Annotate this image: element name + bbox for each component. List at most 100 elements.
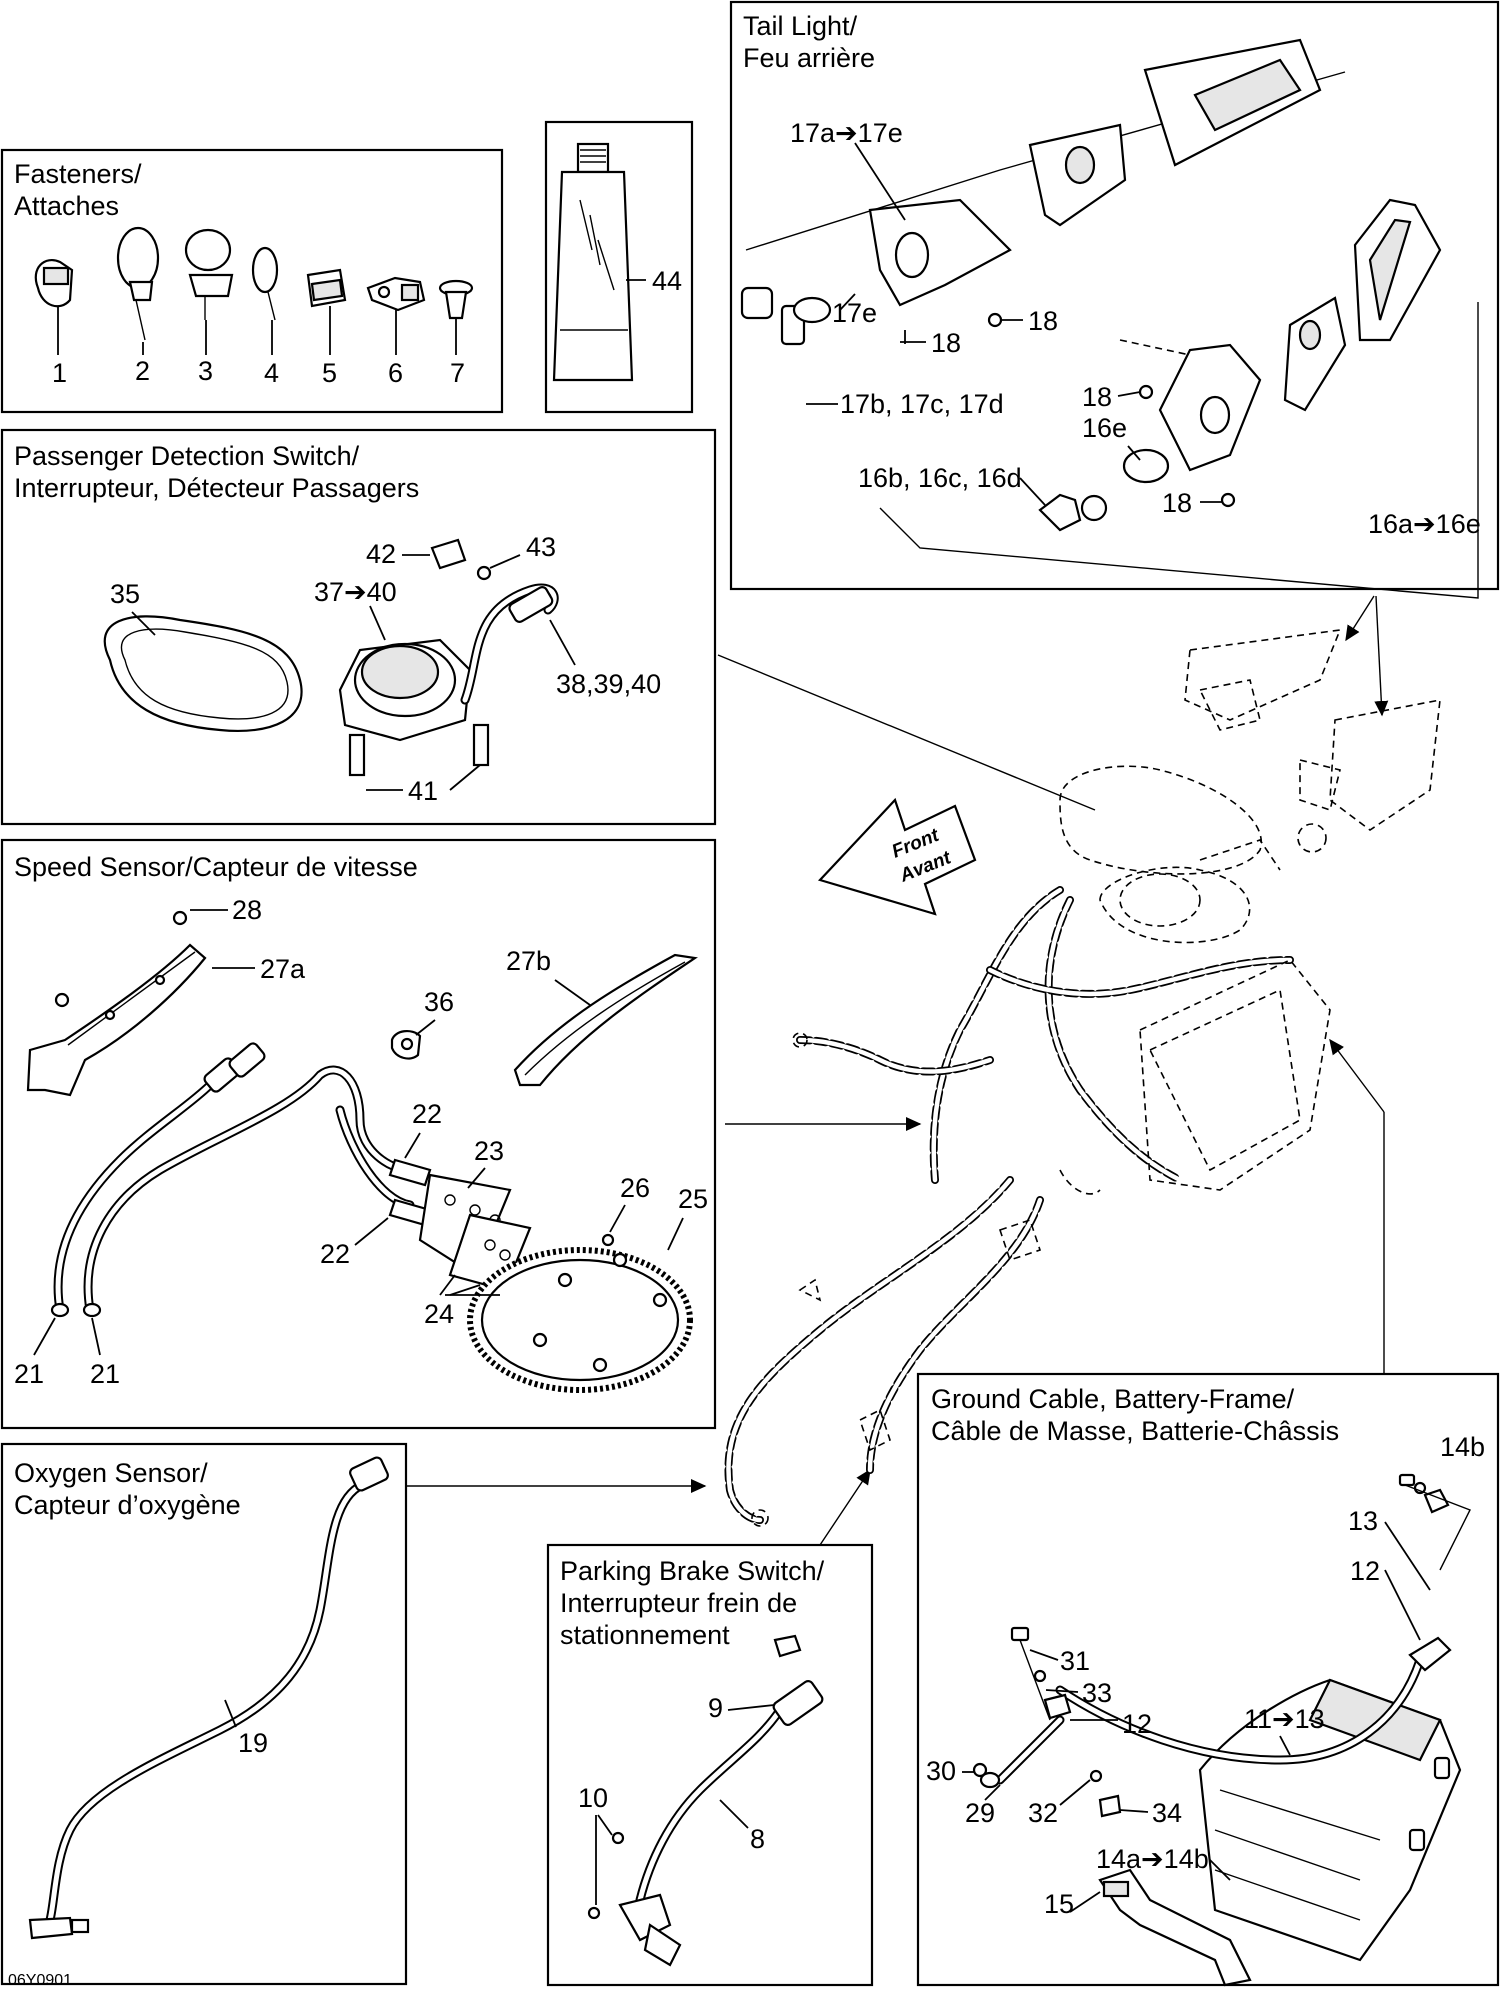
ground-cable-washer-32	[1089, 1769, 1103, 1783]
callout-22a: 22	[412, 1099, 442, 1129]
fastener-clamp	[34, 259, 74, 308]
passenger-switch-body	[338, 638, 472, 742]
callout-29: 29	[965, 1798, 995, 1828]
callout-21b: 21	[90, 1359, 120, 1389]
callout-32: 32	[1028, 1798, 1058, 1828]
fastener-cable-tie-small	[251, 246, 279, 321]
parking-brake-switch-harness	[618, 1634, 824, 1967]
callout-3: 3	[198, 356, 213, 386]
callout-28: 28	[232, 895, 262, 925]
callout-38-39-40: 38,39,40	[556, 669, 661, 699]
ground-cable-short	[979, 1715, 1065, 1789]
ground-cable-panel: Ground Cable, Battery-Frame/ Câble de Ma…	[916, 1372, 1500, 1987]
callout-10: 10	[578, 1783, 608, 1813]
callout-36: 36	[424, 987, 454, 1017]
tail-light-lens-lower	[1353, 198, 1442, 342]
callout-18b: 18	[1028, 306, 1058, 336]
passenger-switch-panel: Passenger Detection Switch/ Interrupteur…	[0, 428, 717, 826]
callout-42: 42	[366, 539, 396, 569]
ground-title-line2: Câble de Masse, Batterie-Châssis	[931, 1416, 1339, 1446]
fasteners-title-line1: Fasteners/	[14, 159, 142, 189]
callout-6: 6	[388, 358, 403, 388]
callout-17e: 17e	[832, 298, 877, 328]
callout-17bcd: 17b, 17c, 17d	[840, 389, 1004, 419]
callout-16a-16e: 16a➔16e	[1368, 509, 1481, 539]
ground-cable-washer-30	[972, 1762, 988, 1778]
ground-cable-nut-34	[1098, 1794, 1122, 1818]
front-direction-arrow: Front Avant	[817, 797, 977, 916]
fastener-cable-tie-large	[116, 226, 160, 341]
callout-12b: 12	[1350, 1556, 1380, 1586]
speed-sensor-screw-27a	[54, 992, 70, 1008]
callout-12a: 12	[1122, 1709, 1152, 1739]
tail-light-reflector-lower	[1283, 296, 1347, 412]
callout-1: 1	[52, 358, 67, 388]
ground-cable-battery	[1198, 1678, 1462, 1962]
callout-35: 35	[110, 579, 140, 609]
ground-cable-strap	[1098, 1868, 1252, 1987]
speed-sensor-bracket-27a	[26, 943, 207, 1097]
parking-brake-screw-b	[587, 1906, 601, 1920]
callout-9: 9	[708, 1693, 723, 1723]
speed-sensor-screw-28	[172, 910, 188, 926]
passenger-switch-screw	[476, 565, 492, 581]
callout-27a: 27a	[260, 954, 306, 984]
fastener-push-rivet	[438, 279, 474, 320]
callout-19: 19	[238, 1728, 268, 1758]
tail-light-reflector-upper	[1028, 123, 1127, 227]
callout-30: 30	[926, 1756, 956, 1786]
parking-brake-screw-a	[611, 1831, 625, 1845]
oxygen-title-line2: Capteur d’oxygène	[14, 1490, 241, 1520]
callout-18c: 18	[1082, 382, 1112, 412]
callout-44: 44	[652, 266, 682, 296]
callout-8: 8	[750, 1824, 765, 1854]
callout-14a-14b: 14a➔14b	[1096, 1844, 1209, 1874]
callout-31: 31	[1060, 1646, 1090, 1676]
passenger-switch-nut	[430, 538, 467, 570]
ground-title-line1: Ground Cable, Battery-Frame/	[931, 1384, 1295, 1414]
callout-22b: 22	[320, 1239, 350, 1269]
speed-sensor-tone-wheel	[467, 1247, 693, 1393]
tail-light-lens-upper	[1143, 38, 1322, 167]
callout-17a-17e: 17a➔17e	[790, 118, 903, 148]
wiring-harness-assembly	[724, 629, 1441, 1527]
tail-light-title-line1: Tail Light/	[743, 11, 858, 41]
fastener-bracket	[366, 276, 426, 312]
oxygen-title-line1: Oxygen Sensor/	[14, 1458, 208, 1488]
tail-light-bulb-lower	[1038, 448, 1170, 532]
callout-33: 33	[1082, 1678, 1112, 1708]
sealant-tube	[552, 142, 634, 382]
callout-18d: 18	[1162, 488, 1192, 518]
fasteners-title-line2: Attaches	[14, 191, 119, 221]
callout-21a: 21	[14, 1359, 44, 1389]
callout-16e: 16e	[1082, 413, 1127, 443]
callout-37-40: 37➔40	[314, 577, 397, 607]
callout-34: 34	[1152, 1798, 1182, 1828]
callout-43: 43	[526, 532, 556, 562]
callout-41: 41	[408, 776, 438, 806]
speed-sensor-panel: Speed Sensor/Capteur de vitesse	[0, 838, 717, 1430]
fastener-cable-tie-mount	[184, 228, 234, 320]
callout-24: 24	[424, 1299, 454, 1329]
callout-11-13: 11➔13	[1244, 1704, 1325, 1734]
passenger-switch-harness	[460, 583, 559, 705]
callout-7: 7	[450, 358, 465, 388]
passenger-switch-spacer-b	[472, 723, 490, 767]
speed-sensor-bracket-27b	[513, 953, 698, 1087]
tail-light-socket-upper	[740, 286, 832, 346]
oxygen-sensor-panel: Oxygen Sensor/ Capteur d’oxygène 19 06Y0…	[0, 1442, 408, 1989]
parking-title-line3: stationnement	[560, 1620, 730, 1650]
ground-cable-washer-33	[1033, 1669, 1047, 1683]
tail-light-panel: Tail Light/ Feu arrière	[729, 0, 1500, 599]
callout-26: 26	[620, 1173, 650, 1203]
callout-23: 23	[474, 1136, 504, 1166]
passenger-title-line1: Passenger Detection Switch/	[14, 441, 360, 471]
speed-sensor-bolt-26	[601, 1233, 615, 1247]
ground-cable-bolt-31	[1010, 1626, 1051, 1721]
parking-brake-panel: Parking Brake Switch/ Interrupteur frein…	[546, 1543, 874, 1987]
speed-sensor-title: Speed Sensor/Capteur de vitesse	[14, 852, 418, 882]
tail-light-housing-upper	[868, 198, 1012, 307]
callout-16bcd: 16b, 16c, 16d	[858, 463, 1022, 493]
speed-sensor-grommet	[390, 1030, 422, 1060]
callout-4: 4	[264, 358, 279, 388]
